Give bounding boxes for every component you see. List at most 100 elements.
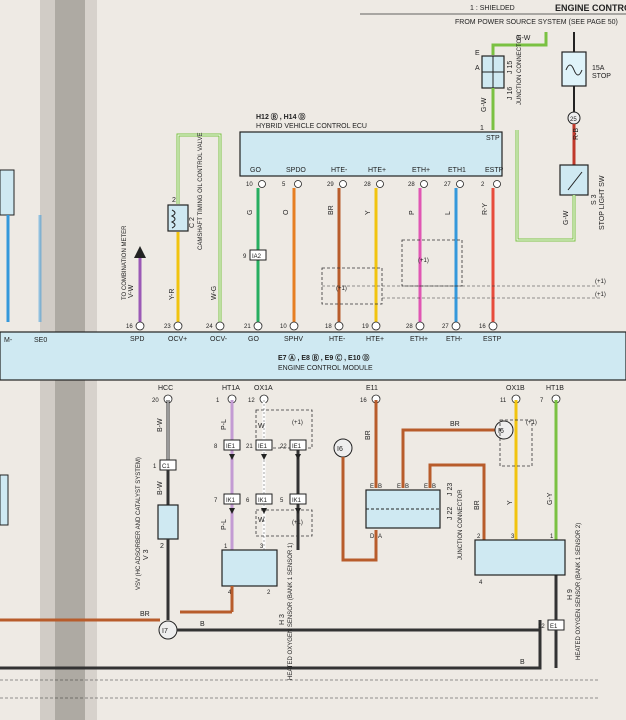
connector-label: IE1	[226, 444, 236, 450]
svg-text:E: E	[397, 484, 401, 490]
wire-color-label: Y	[365, 210, 372, 215]
svg-text:12: 12	[538, 624, 545, 630]
connector-box	[289, 439, 307, 451]
ecm-pin-label: SPD	[130, 336, 144, 343]
wire-label-fuse2: G-W	[563, 210, 570, 225]
svg-text:3: 3	[260, 544, 264, 550]
svg-text:A: A	[475, 65, 480, 72]
svg-text:B: B	[405, 484, 409, 490]
svg-text:CAMSHAFT TIMING OIL CONTROL VA: CAMSHAFT TIMING OIL CONTROL VALVE	[198, 133, 204, 250]
hv-ecu-pin-label: ESTP	[485, 167, 504, 174]
wire-label-e1-jc: BR	[450, 421, 460, 428]
svg-text:3: 3	[511, 534, 515, 540]
svg-text:2: 2	[477, 534, 481, 540]
ecm-bottom-pin-number: 12	[248, 398, 255, 404]
wire-label-ox1a: W	[258, 423, 265, 430]
svg-text:H 9: H 9	[567, 589, 574, 600]
ecm-left-pin: SE0	[34, 337, 47, 344]
ecm-box	[0, 331, 626, 381]
svg-text:1: 1	[550, 534, 554, 540]
ecm-bottom-pin-number: 1	[216, 398, 220, 404]
ecm-bottom-pin-label: OX1A	[254, 385, 273, 392]
connector-label: IE1	[258, 444, 268, 450]
wire-color-label: L	[445, 211, 452, 215]
shield-marker: (+1)	[292, 520, 303, 526]
svg-text:25: 25	[570, 117, 577, 123]
connector-box	[223, 493, 241, 505]
connector-number: 22	[280, 444, 287, 450]
ecm-pin-number: 16	[479, 324, 486, 330]
ecm-bottom-pin-label: HT1B	[546, 385, 564, 392]
connector-label: IK1	[226, 498, 236, 504]
svg-text:D: D	[370, 534, 375, 540]
hv-ecu-pin-number: 28	[408, 182, 415, 188]
wire-label-hcc: B-W	[157, 418, 164, 432]
hv-ecu-pin-label: HTE-	[331, 167, 348, 174]
svg-text:E1: E1	[550, 624, 558, 630]
svg-text:JUNCTION CONNECTOR: JUNCTION CONNECTOR	[458, 489, 464, 560]
ecm-pin-label: OCV+	[168, 336, 187, 343]
connector-number: 5	[280, 498, 284, 504]
wire-label-ocv-minus: W-G	[211, 286, 218, 300]
wire-label-e11: BR	[365, 430, 372, 440]
connector-box	[289, 493, 307, 505]
ecm-pin-label: HTE-	[329, 336, 346, 343]
wire-label-ht1b: G-Y	[547, 492, 554, 505]
connector-number: 8	[214, 444, 218, 450]
shielded-note: 1 : SHIELDED	[470, 5, 515, 12]
ecm-pin-number: 18	[325, 324, 332, 330]
svg-text:C1: C1	[162, 464, 170, 470]
power-source-note: FROM POWER SOURCE SYSTEM (SEE PAGE 50)	[455, 19, 618, 26]
ecm-bottom-pin-label: HCC	[158, 385, 173, 392]
svg-text:J 16: J 16	[507, 87, 514, 100]
svg-text:1: 1	[153, 464, 157, 470]
wire-color-label: BR	[328, 205, 335, 215]
ecm-title: ENGINE CONTROL MODULE	[278, 365, 373, 372]
hv-ecu-box	[239, 131, 503, 177]
ecm-bottom-pin-label: OX1B	[506, 385, 525, 392]
hv-ecu-title: HYBRID VEHICLE CONTROL ECU	[256, 123, 367, 130]
connector-number: 6	[246, 498, 250, 504]
svg-text:J 15: J 15	[507, 61, 514, 74]
ecm-pin-number: 28	[406, 324, 413, 330]
combination-meter-arrow: TO COMBINATION METER V-W	[122, 225, 146, 322]
svg-text:E: E	[475, 50, 480, 57]
sensor-h9: 2 3 1 4 H 9 HEATED OXYGEN SENSOR (BANK 1…	[474, 523, 582, 660]
svg-text:TO COMBINATION METER: TO COMBINATION METER	[122, 225, 128, 300]
wire-color-label: O	[283, 209, 290, 215]
wire-label-e1-jc2: BR	[474, 500, 481, 510]
ecm-pin-number: 21	[244, 324, 251, 330]
hv-ecu-pin-number: 28	[364, 182, 371, 188]
svg-text:9: 9	[243, 254, 247, 260]
shield-marker: (+1)	[292, 420, 303, 426]
wire-label-ht1a: P-L	[221, 419, 228, 430]
connector-number: 7	[214, 498, 218, 504]
ecm-bottom-pin-label: HT1A	[222, 385, 240, 392]
ground-i6-right	[494, 420, 514, 440]
junction-j22: E B E B E B D A J 22 J 23 JUNCTION CONNE…	[365, 483, 464, 560]
ecm-pin-number: 27	[442, 324, 449, 330]
svg-text:1: 1	[480, 125, 484, 132]
shield-marker: (+1)	[526, 420, 537, 426]
wire-color-label: P	[409, 210, 416, 215]
svg-text:4: 4	[228, 590, 232, 596]
svg-text:J 23: J 23	[447, 483, 454, 496]
hv-ecu-pin-label: SPDO	[286, 167, 306, 174]
connector-box	[223, 439, 241, 451]
hv-ecu-pin-number: 27	[444, 182, 451, 188]
stop-light-sw: S 3 STOP LIGHT SW	[559, 164, 606, 230]
svg-text:2: 2	[160, 543, 164, 550]
hv-ecu-pin-number: 10	[246, 182, 253, 188]
wire-color-label: G	[247, 210, 254, 215]
svg-text:IA2: IA2	[252, 254, 262, 260]
svg-text:I6: I6	[337, 446, 343, 453]
shield-marker: (+1)	[336, 286, 347, 292]
camshaft-valve: 2 C 2 CAMSHAFT TIMING OIL CONTROL VALVE	[167, 133, 204, 250]
connector-box	[255, 493, 273, 505]
ecm-pin-label: ETH+	[410, 336, 428, 343]
ecm-bottom-pin-label: E11	[366, 385, 378, 392]
wire-label-ht1a2: P-L	[221, 519, 228, 530]
svg-text:J 22: J 22	[447, 507, 454, 520]
ecm-pin-number: 23	[164, 324, 171, 330]
